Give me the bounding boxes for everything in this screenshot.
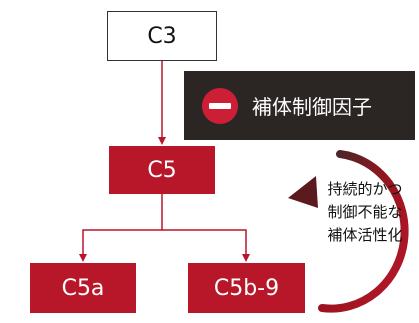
node-c3-label: C3 xyxy=(147,23,177,49)
cycle-arrow xyxy=(318,150,409,313)
complement-regulator-label: 補体制御因子 xyxy=(252,95,372,119)
node-c3: C3 xyxy=(107,11,217,61)
node-c5b9: C5b-9 xyxy=(188,263,305,313)
arrow-c5-to-c5a xyxy=(79,194,163,262)
node-c5: C5 xyxy=(109,146,215,194)
cycle-caption: 持続的かつ 制御不能な 補体活性化 xyxy=(315,178,415,247)
arrow-c5-to-c5b9 xyxy=(162,229,250,262)
complement-regulator-banner: 補体制御因子 xyxy=(184,71,415,140)
minus-circle-icon xyxy=(202,87,238,124)
cycle-caption-line: 補体活性化 xyxy=(327,226,403,244)
cycle-caption-line: 持続的かつ xyxy=(327,180,403,198)
node-c5a: C5a xyxy=(30,263,136,313)
node-c5a-label: C5a xyxy=(61,275,105,301)
node-c5b9-label: C5b-9 xyxy=(213,275,280,301)
cycle-caption-line: 制御不能な xyxy=(327,203,403,221)
cycle-arrow-head xyxy=(288,176,318,208)
node-c5-label: C5 xyxy=(147,157,177,183)
